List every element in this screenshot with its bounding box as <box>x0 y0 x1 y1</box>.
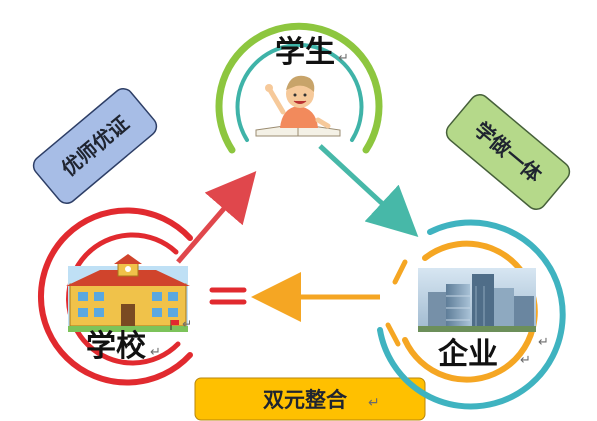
school-ring-outer <box>37 207 193 386</box>
office-buildings-icon <box>418 268 536 332</box>
arrow-school-to-student <box>176 171 257 264</box>
enterprise-label: 企业 <box>438 337 498 372</box>
tag-left: 优师优证 <box>32 88 158 204</box>
node-school: 学校 ↵ ↵ <box>37 207 247 386</box>
student-writing-icon <box>255 75 341 137</box>
paragraph-mark-enterprise: ↵ <box>520 353 531 368</box>
arrow-student-to-enterprise <box>318 144 419 237</box>
student-ring-inner <box>235 43 364 142</box>
student-label: 学生 <box>275 35 335 70</box>
student-ring-outer <box>215 22 383 154</box>
tag-left-box <box>32 88 158 204</box>
paragraph-mark-enterprise-icon: ↵ <box>538 335 549 350</box>
school-label: 学校 <box>86 329 146 364</box>
tag-bottom: 双元整合 ↵ <box>194 377 426 421</box>
enterprise-ring-outer <box>377 219 566 410</box>
tag-right-box <box>445 94 571 210</box>
node-student: 学生 ↵ <box>215 22 383 154</box>
tag-right: 学做一体 <box>445 94 571 210</box>
school-building-icon <box>66 254 190 332</box>
paragraph-mark-student: ↵ <box>338 51 349 66</box>
enterprise-ring-tick-upper <box>392 259 408 285</box>
tag-bottom-box <box>194 377 426 421</box>
paragraph-mark-school-icon: ↵ <box>182 317 192 331</box>
tag-bottom-label: 双元整合 <box>263 388 348 412</box>
paragraph-mark-bottom: ↵ <box>368 395 380 411</box>
paragraph-mark-school: ↵ <box>150 345 161 360</box>
node-enterprise: 企业 ↵ ↵ <box>377 219 566 410</box>
enterprise-ring-tick-lower <box>385 322 401 347</box>
